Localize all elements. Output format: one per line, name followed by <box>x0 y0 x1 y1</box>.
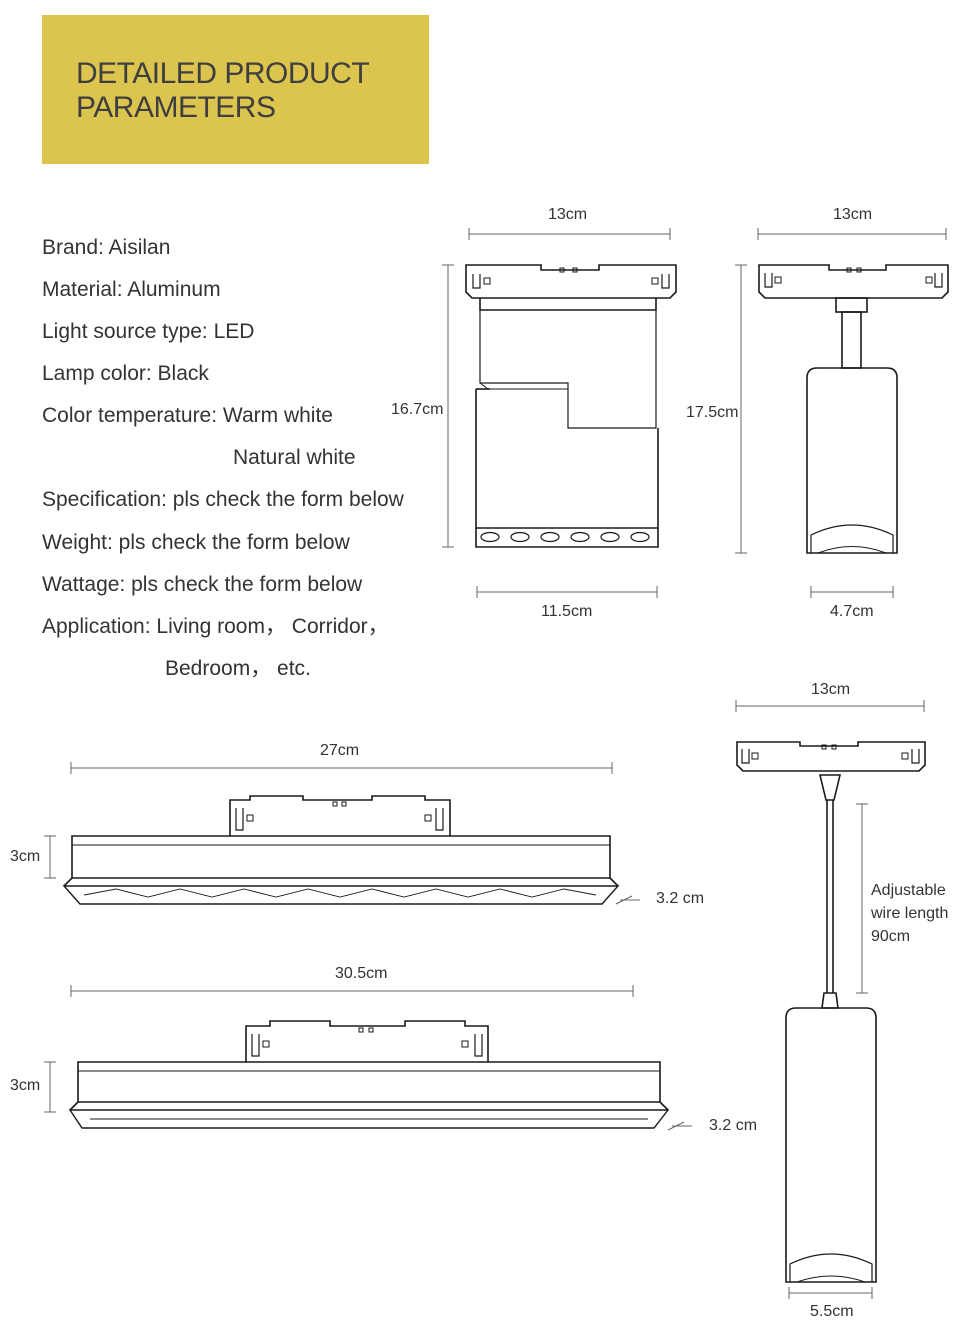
banner-title-line2: PARAMETERS <box>76 91 276 124</box>
spec-lamp-color: Lamp color: Black <box>42 362 209 385</box>
pendant-wire-label-2: wire length <box>871 905 949 922</box>
linear1-length-label: 27cm <box>320 742 360 759</box>
spec-color-temperature: Color temperature: Warm white <box>42 404 333 427</box>
pendant-light-drawing <box>735 700 926 1299</box>
linear2-depth-label: 3.2 cm <box>709 1117 758 1134</box>
spec-application: Application: Living room， Corridor， <box>42 615 389 638</box>
spec-application-cont: Bedroom， etc. <box>165 657 311 680</box>
pendant-wire-label-1: Adjustable <box>871 882 946 899</box>
spotlight-drawing <box>735 228 949 598</box>
spot-diameter-label: 4.7cm <box>830 603 874 620</box>
spec-color-temperature-alt: Natural white <box>233 446 356 469</box>
folding-light-drawing <box>442 228 677 598</box>
folding-height-label: 16.7cm <box>391 401 444 418</box>
linear2-length-label: 30.5cm <box>335 965 388 982</box>
linear-light-27-drawing <box>44 762 640 905</box>
folding-base-label: 11.5cm <box>541 603 593 620</box>
banner-title-line1: DETAILED PRODUCT <box>76 57 370 90</box>
linear2-height-label: 3cm <box>10 1077 41 1094</box>
pendant-wire-label-3: 90cm <box>871 928 911 945</box>
folding-width-label: 13cm <box>548 206 588 223</box>
spot-width-label: 13cm <box>833 206 873 223</box>
spec-light-source: Light source type: LED <box>42 320 255 343</box>
linear1-height-label: 3cm <box>10 848 41 865</box>
pendant-diameter-label: 5.5cm <box>810 1303 854 1320</box>
spec-weight: Weight: pls check the form below <box>42 531 350 554</box>
linear1-depth-label: 3.2 cm <box>656 890 705 907</box>
spot-height-label: 17.5cm <box>686 404 739 421</box>
pendant-width-label: 13cm <box>811 681 851 698</box>
spec-specification: Specification: pls check the form below <box>42 488 404 511</box>
title-banner: DETAILED PRODUCT PARAMETERS <box>42 15 429 164</box>
linear-light-30-drawing <box>44 985 692 1131</box>
spec-brand: Brand: Aisilan <box>42 236 171 259</box>
spec-wattage: Wattage: pls check the form below <box>42 573 363 596</box>
spec-material: Material: Aluminum <box>42 278 221 301</box>
